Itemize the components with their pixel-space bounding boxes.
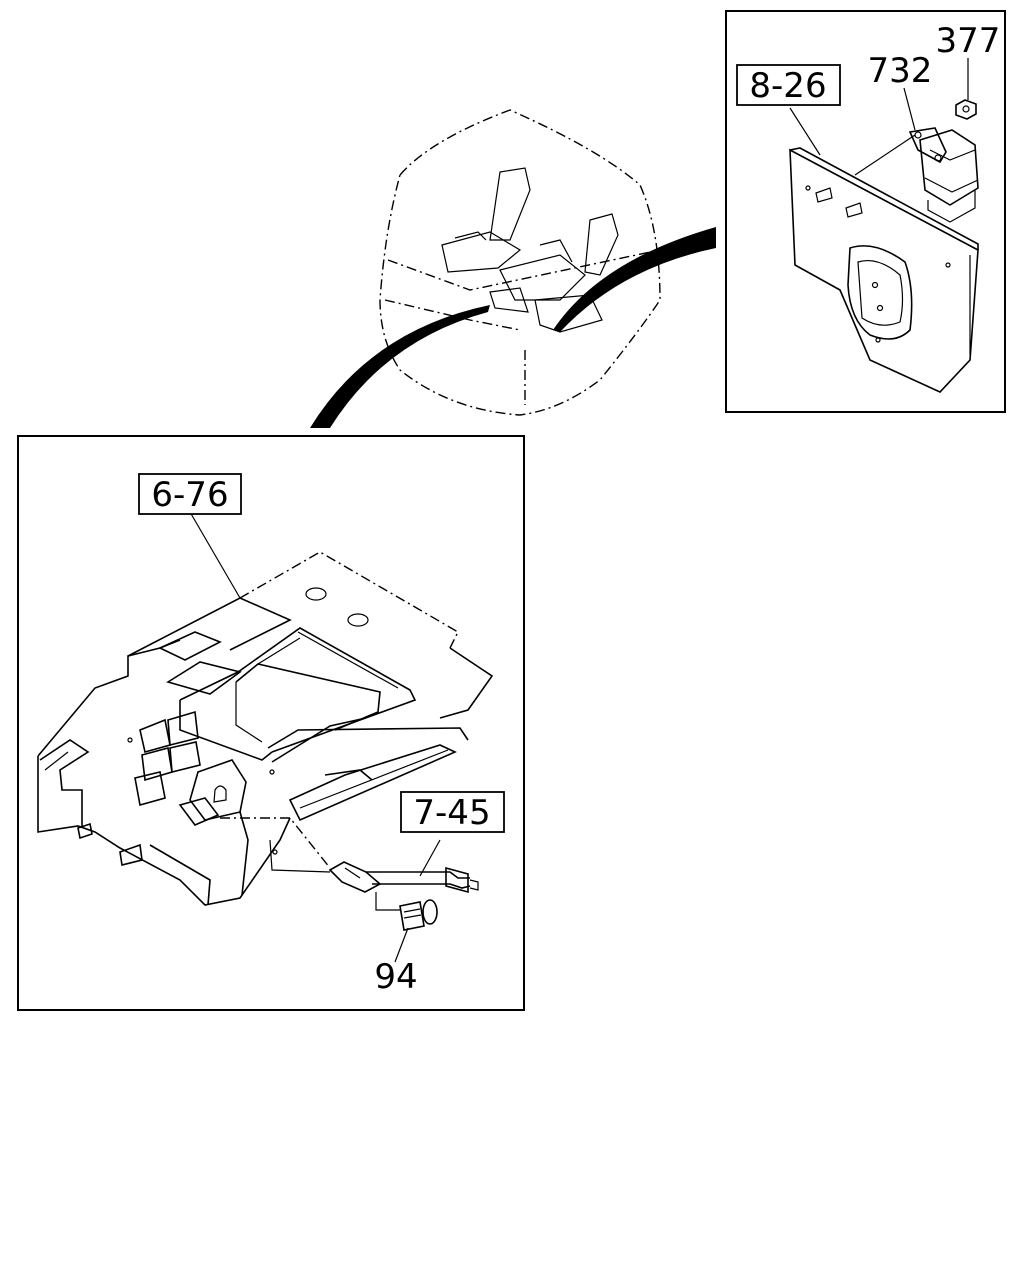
- cab-overview: [379, 109, 661, 416]
- callout-box-7-45: [400, 791, 505, 833]
- wiring-harness-7-45: [220, 817, 479, 911]
- callout-box-6-76: [138, 473, 242, 515]
- detail-panel-8-26: 8-26 732 377: [725, 10, 1006, 413]
- leader-arc-left: [310, 305, 490, 428]
- callout-part-732: 732: [868, 51, 933, 91]
- relay-732: [908, 127, 979, 223]
- leader-arcs: [310, 227, 716, 428]
- detail-panel-6-76: 6-76 7-45 94: [17, 435, 525, 1011]
- callout-ref-6-76: 6-76: [151, 475, 228, 515]
- bolt-94: [394, 899, 438, 963]
- callout-ref-7-45: 7-45: [413, 793, 490, 833]
- callout-box-8-26: [736, 64, 841, 106]
- callout-part-377: 377: [936, 21, 1001, 61]
- nut-377: [955, 99, 977, 120]
- callout-part-94: 94: [374, 957, 417, 997]
- leader-arc-right: [553, 227, 716, 332]
- callout-ref-8-26: 8-26: [749, 66, 826, 106]
- console-assembly: [37, 551, 494, 906]
